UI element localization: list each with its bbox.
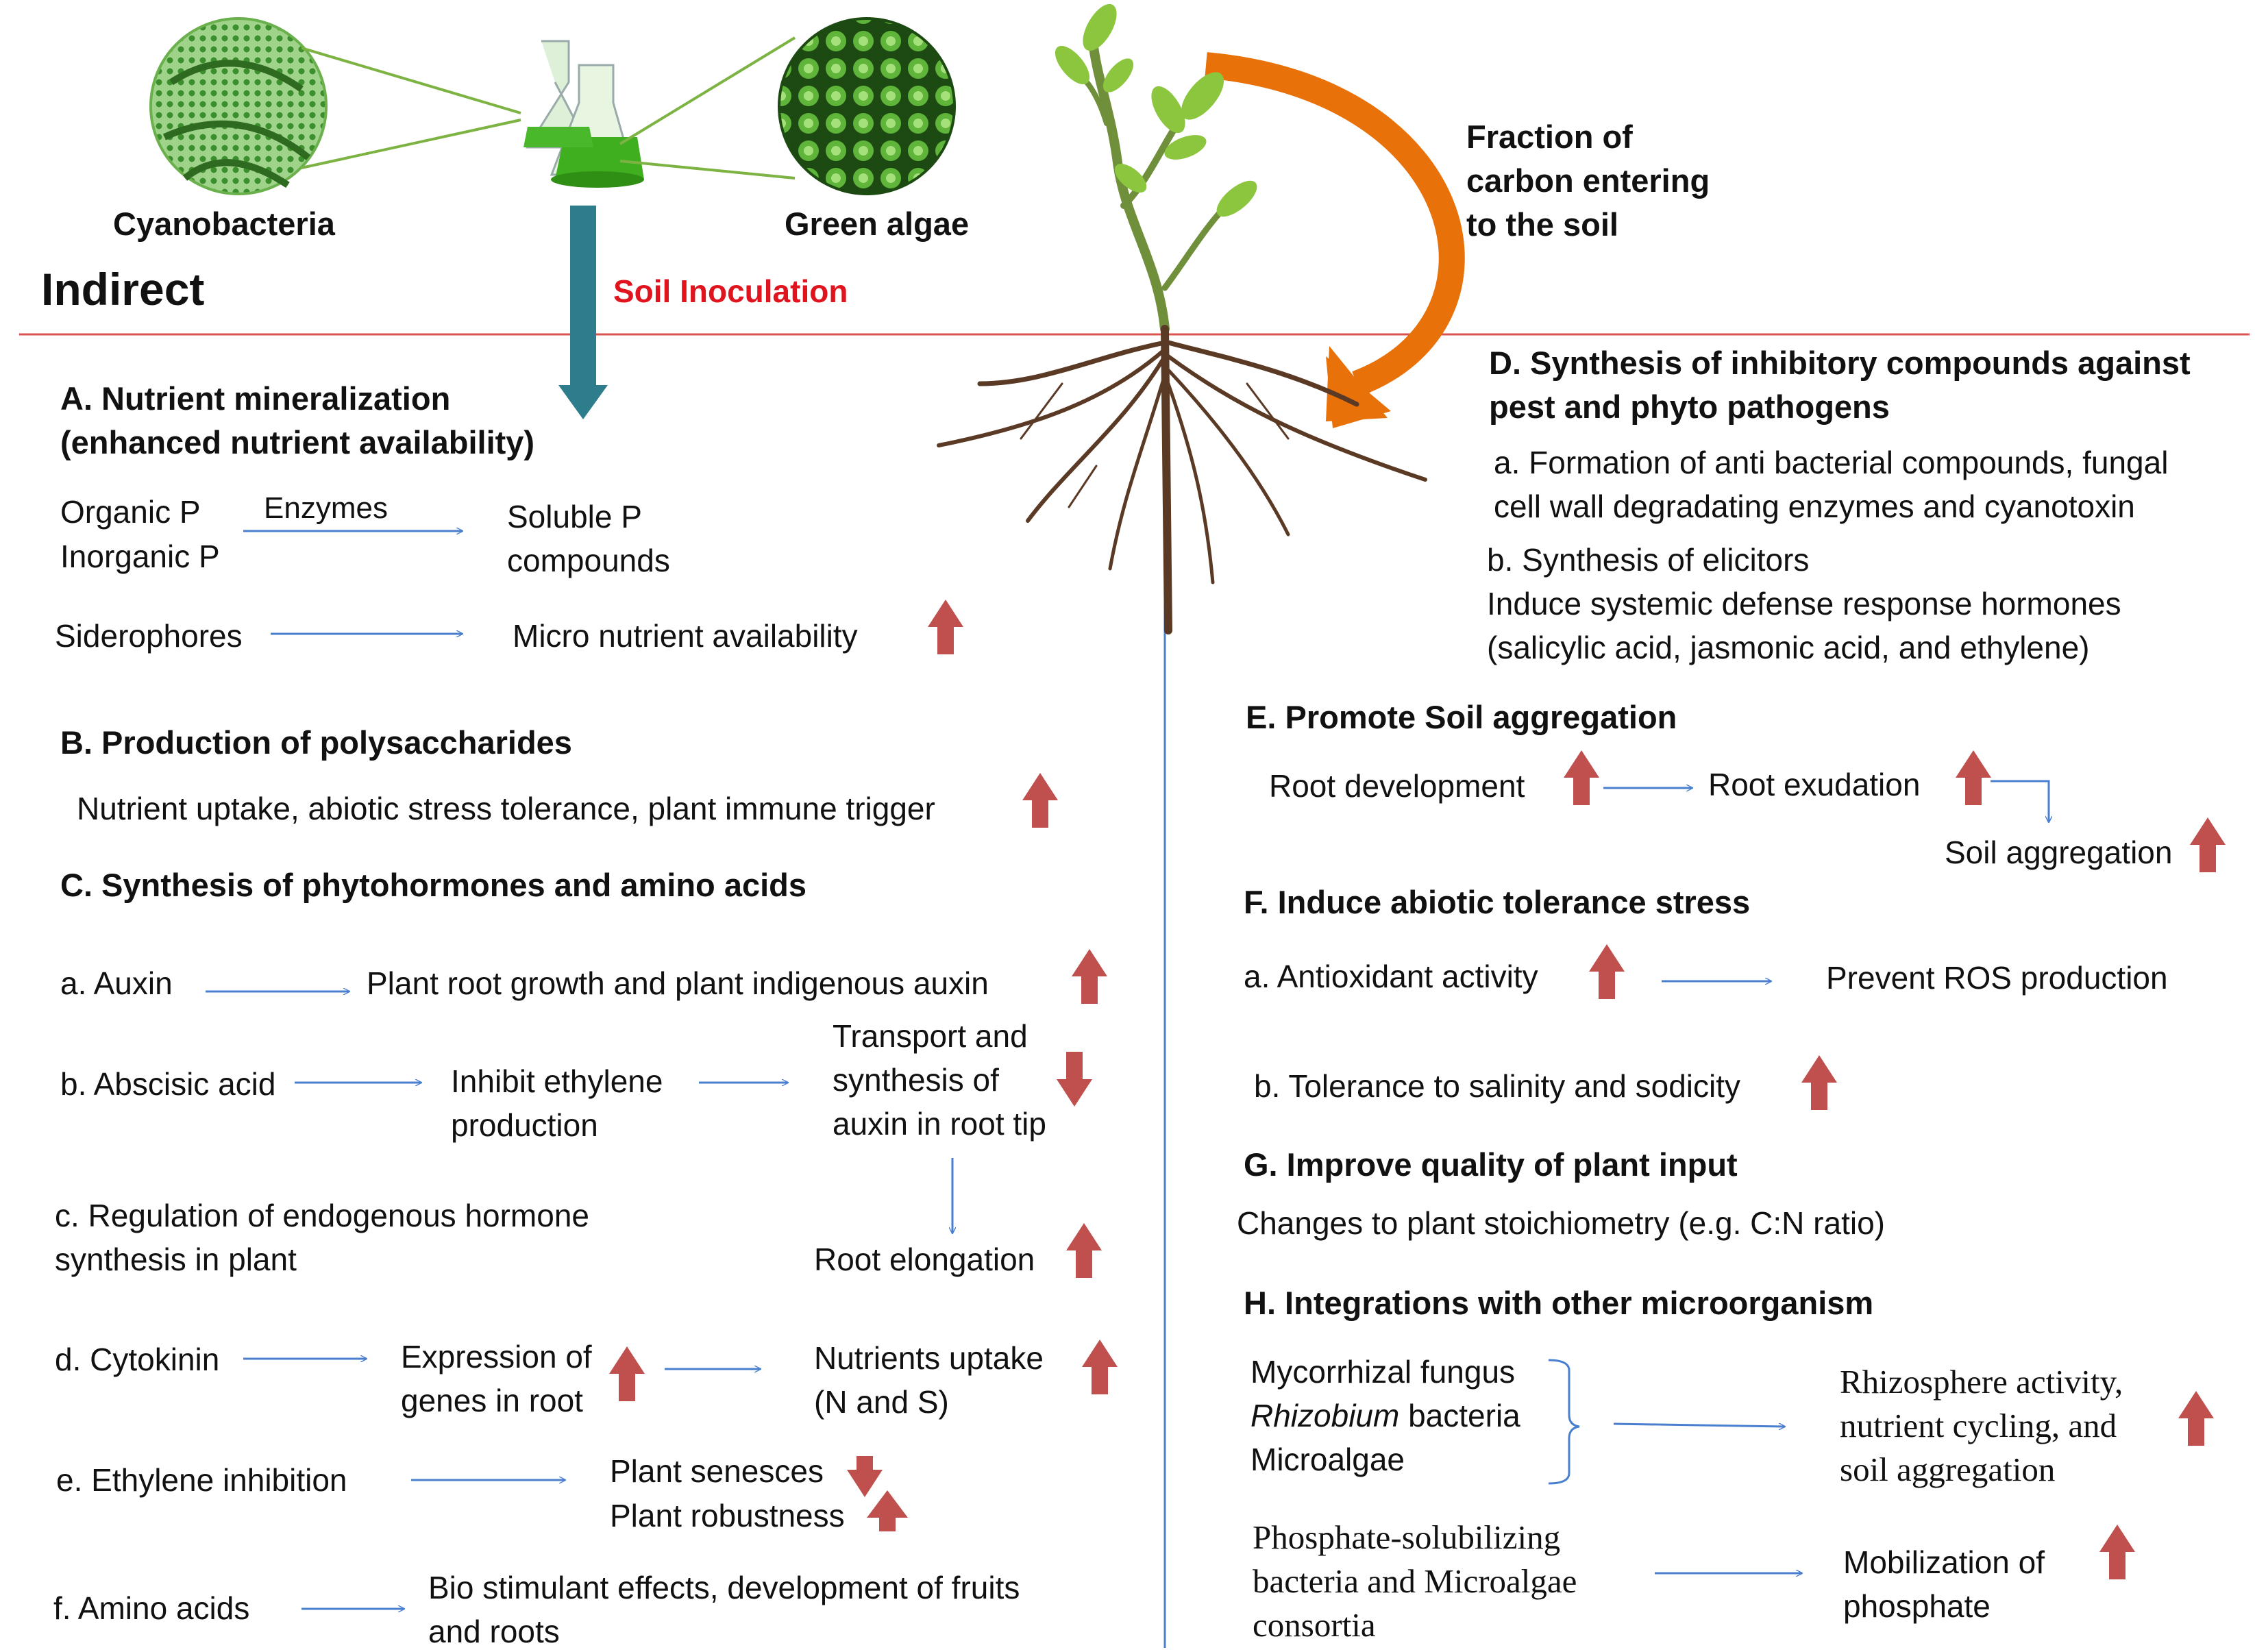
- plant-roots: [937, 325, 1427, 634]
- up-arrow-auxin: [1072, 949, 1107, 1004]
- microalgae: Microalgae: [1250, 1442, 1405, 1477]
- green-algae-image: [778, 17, 956, 195]
- cytokinin: d. Cytokinin: [55, 1342, 220, 1377]
- micro-nutrient: Micro nutrient availability: [513, 618, 858, 654]
- up-arrow-mobil: [2099, 1525, 2135, 1579]
- inorganic-p: Inorganic P: [60, 539, 220, 574]
- root-elongation: Root elongation: [814, 1242, 1035, 1277]
- auxin-effect: Plant root growth and plant indigenous a…: [367, 965, 989, 1001]
- section-b-title: B. Production of polysaccharides: [60, 724, 572, 761]
- section-h-title: H. Integrations with other microorganism: [1244, 1285, 1874, 1321]
- down-arrow-senesces: [847, 1456, 883, 1497]
- section-f-title: F. Induce abiotic tolerance stress: [1244, 884, 1751, 920]
- prevent-ros: Prevent ROS production: [1826, 960, 2168, 996]
- section-g-title: G. Improve quality of plant input: [1244, 1146, 1738, 1183]
- indirect-label: Indirect: [41, 264, 205, 315]
- rhizobium-bacteria: Rhizobium bacteria: [1250, 1398, 1520, 1433]
- salinity-tolerance: b. Tolerance to salinity and sodicity: [1254, 1068, 1740, 1104]
- soil-inoculation-arrow: [558, 206, 608, 419]
- up-arrow-salinity: [1801, 1055, 1837, 1110]
- microorganism-list: Mycorrhizal fungus Rhizobium bacteria Mi…: [1250, 1350, 1520, 1481]
- cyanobacteria-image: [149, 17, 328, 195]
- up-arrow-micro: [928, 600, 963, 654]
- section-e-title: E. Promote Soil aggregation: [1246, 699, 1677, 735]
- ethylene-inhibition: e. Ethylene inhibition: [56, 1462, 347, 1498]
- cyanobacteria-label: Cyanobacteria: [113, 206, 335, 242]
- carbon-flow-arrow: [1205, 52, 1465, 428]
- antibacterial-compounds: a. Formation of anti bacterial compounds…: [1494, 445, 2169, 524]
- up-arrow-root-elongation: [1066, 1223, 1102, 1278]
- antioxidant-activity: a. Antioxidant activity: [1244, 959, 1538, 994]
- nutrients-uptake: Nutrients uptake(N and S): [814, 1340, 1044, 1420]
- up-arrow-nutrients: [1082, 1340, 1118, 1394]
- up-arrow-robustness: [867, 1490, 908, 1531]
- organic-p: Organic P: [60, 494, 201, 530]
- root-exudation: Root exudation: [1708, 767, 1921, 802]
- up-arrow-rhizo: [2178, 1391, 2214, 1446]
- up-arrow-polysaccharides: [1022, 773, 1058, 828]
- soil-inoculation-label: Soil Inoculation: [613, 273, 848, 309]
- up-arrow-soil-agg: [2190, 817, 2226, 872]
- soil-aggregation: Soil aggregation: [1945, 835, 2173, 870]
- flask-image: [523, 40, 644, 188]
- root-development: Root development: [1269, 768, 1525, 804]
- up-arrow-root-exud: [1956, 750, 1991, 805]
- amino-acids: f. Amino acids: [53, 1590, 250, 1626]
- blue-arrows: [206, 531, 2049, 1609]
- section-a-title: A. Nutrient mineralization(enhanced nutr…: [60, 380, 535, 460]
- section-c-title: C. Synthesis of phytohormones and amino …: [60, 867, 807, 903]
- up-arrow-root-dev: [1564, 750, 1599, 805]
- red-arrows: [609, 600, 2226, 1579]
- up-arrow-antioxidant: [1589, 944, 1625, 999]
- mycorrhizal-fungus: Mycorrhizal fungus: [1250, 1354, 1516, 1390]
- enzymes-label: Enzymes: [264, 491, 388, 525]
- green-algae-label: Green algae: [785, 206, 970, 242]
- plant-stoichiometry: Changes to plant stoichiometry (e.g. C:N…: [1237, 1205, 1885, 1241]
- down-arrow-transport: [1057, 1052, 1092, 1107]
- rhizosphere-activity: Rhizosphere activity,nutrient cycling, a…: [1840, 1363, 2123, 1488]
- abscisic-acid: b. Abscisic acid: [60, 1066, 276, 1102]
- up-arrow-expression: [609, 1346, 645, 1401]
- plant-robustness: Plant robustness: [610, 1498, 845, 1533]
- section-d-title: D. Synthesis of inhibitory compounds aga…: [1489, 345, 2191, 425]
- siderophores: Siderophores: [55, 618, 243, 654]
- plant-leaves: [1055, 3, 1257, 217]
- plant-senesces: Plant senesces: [610, 1453, 824, 1489]
- auxin: a. Auxin: [60, 965, 173, 1001]
- biostimulant-effects: Bio stimulant effects, development of fr…: [428, 1570, 1020, 1649]
- polysaccharide-effects: Nutrient uptake, abiotic stress toleranc…: [77, 791, 935, 826]
